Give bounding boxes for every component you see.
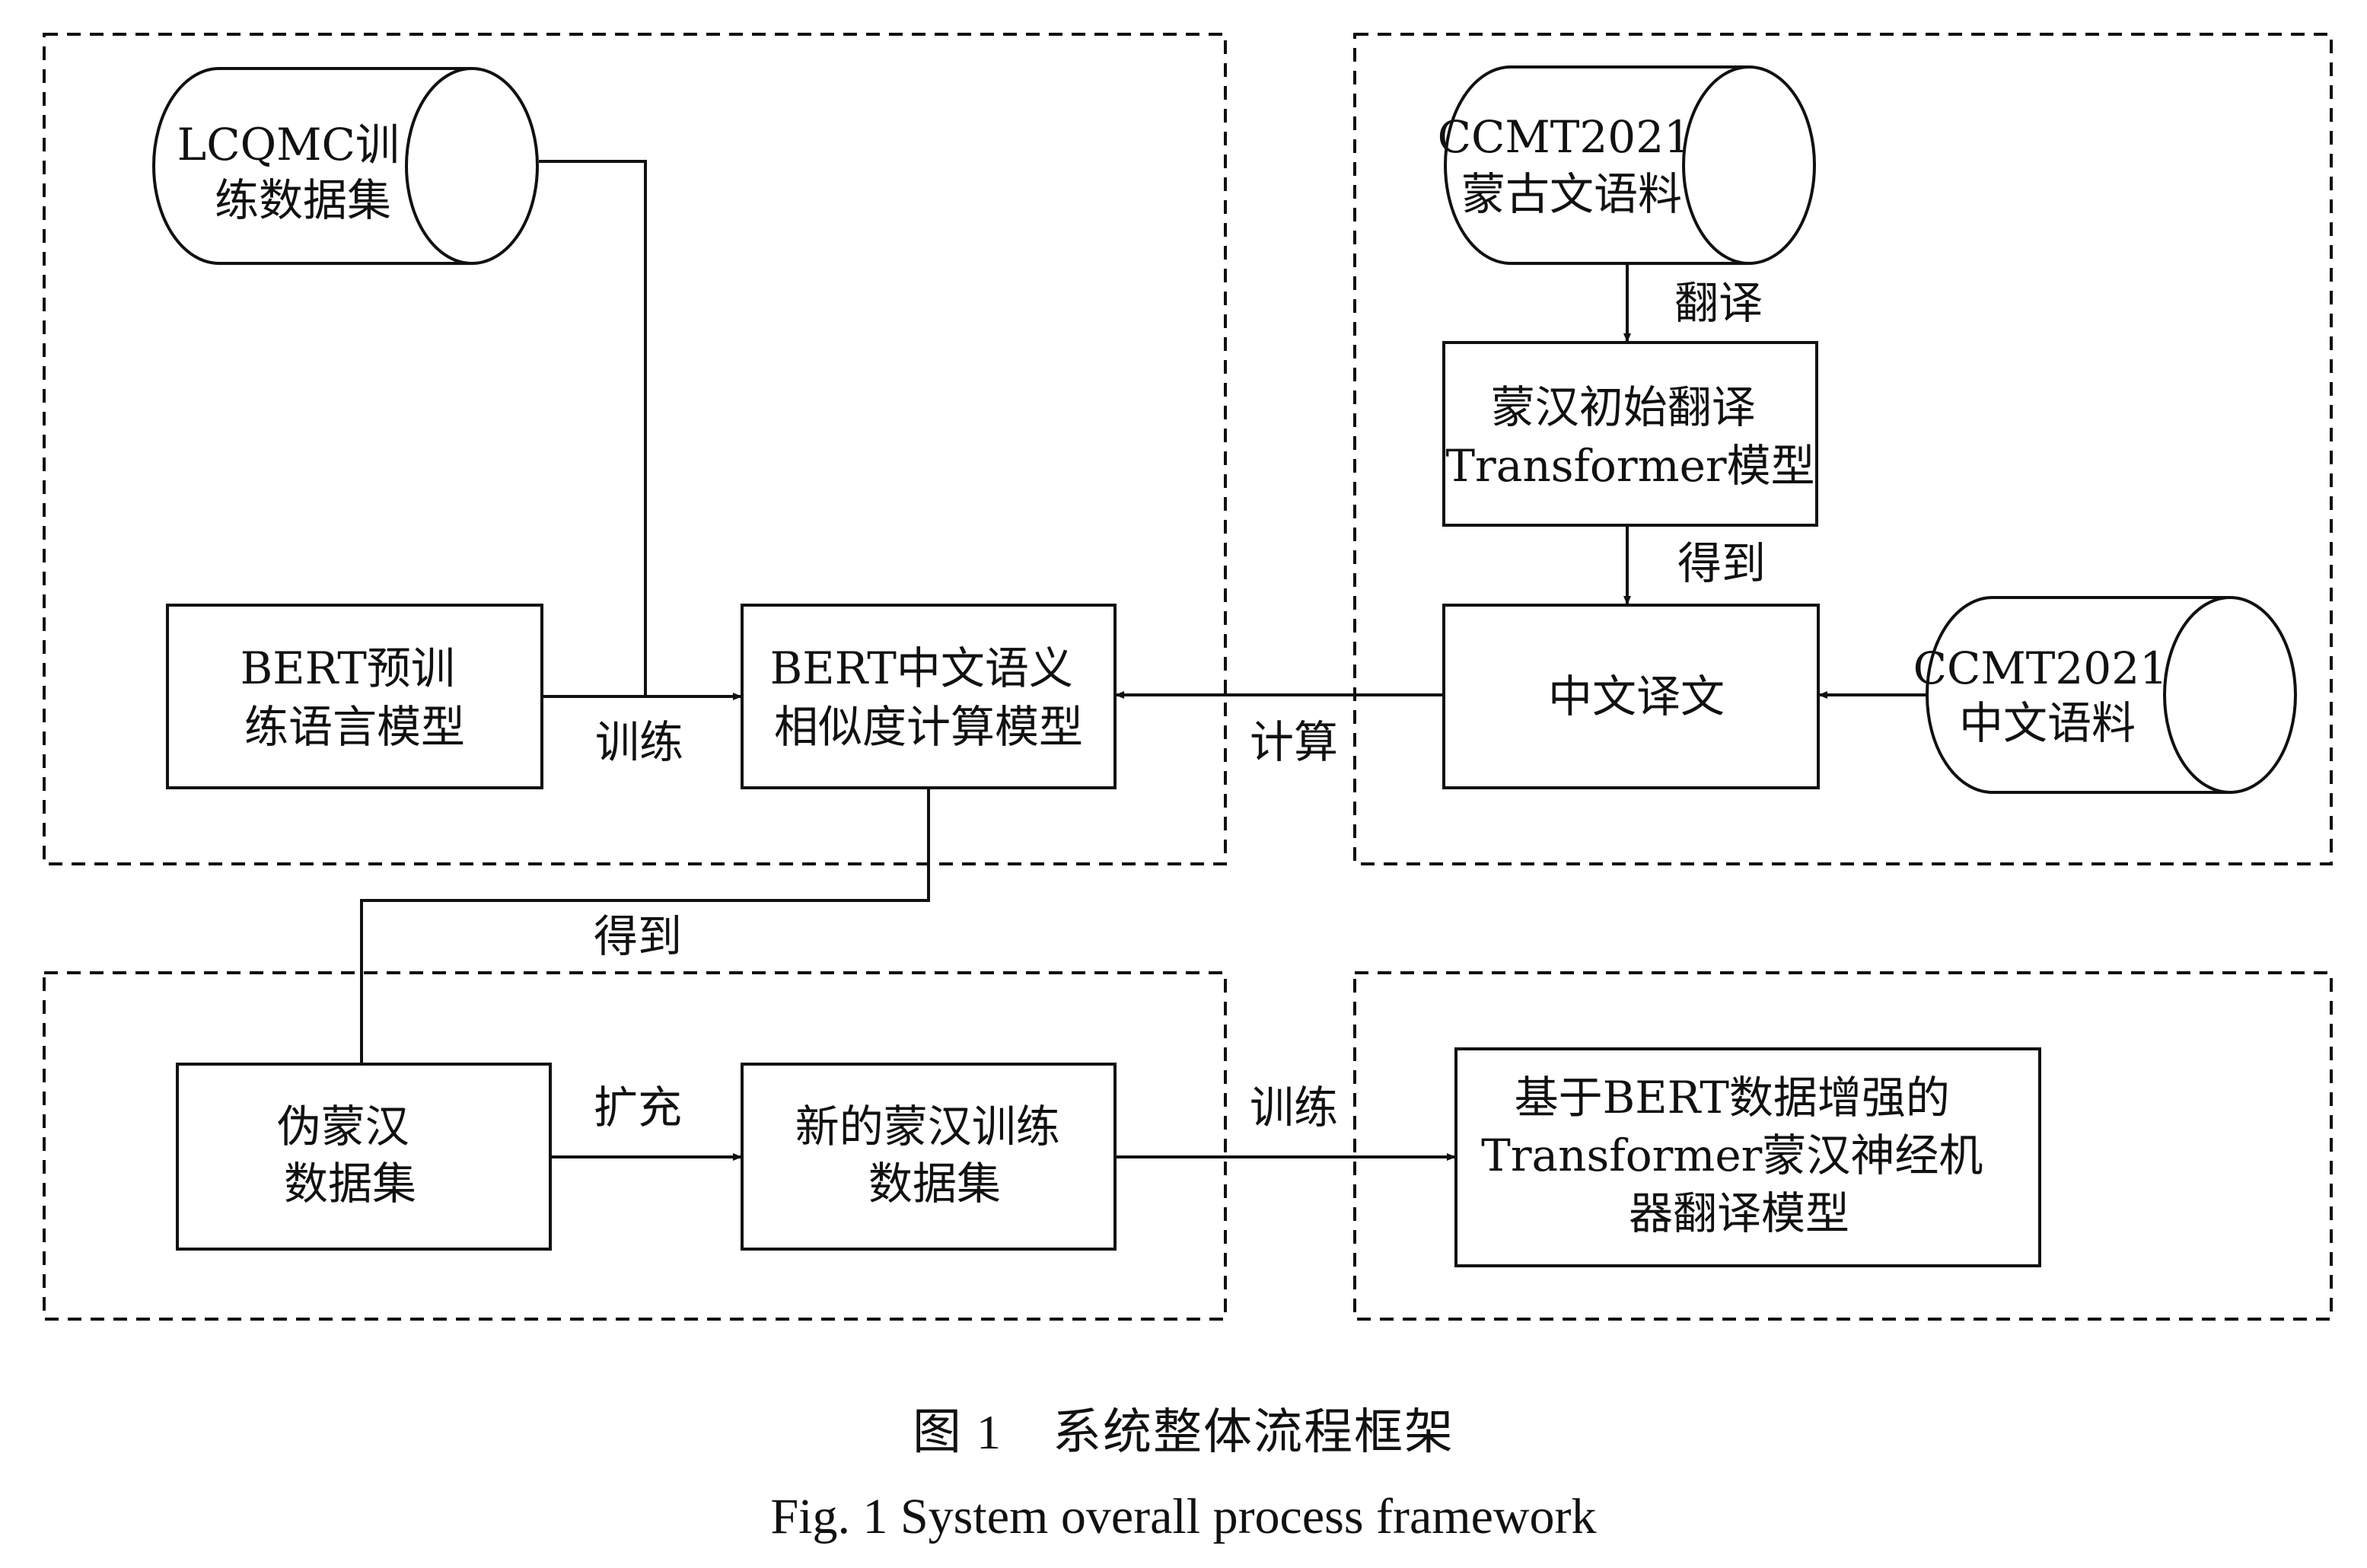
- figure-caption-english: Fig. 1 System overall process framework: [770, 1489, 1597, 1544]
- edge-label-expand: 扩充: [594, 1082, 682, 1133]
- final-model-box: [1454, 1047, 2041, 1267]
- ccmt-chinese-database-icon: [1926, 596, 2297, 794]
- lcqmc-database-icon: [152, 67, 539, 265]
- initial-translation-model-box: [1442, 341, 1818, 527]
- final-model-label: 基于BERT数据增强的 Transformer蒙汉神经机 器翻译模型: [1481, 1072, 1997, 1239]
- edge-label-train-final: 训练: [1250, 1082, 1338, 1133]
- ccmt-mongolian-database-icon: [1444, 65, 1816, 265]
- edge-label-obtain-translation: 得到: [1677, 537, 1766, 589]
- new-training-dataset-label: 新的蒙汉训练 数据集: [795, 1101, 1074, 1209]
- ccmt-chinese-db-label: CCMT2021 中文语料: [1913, 642, 2182, 749]
- bert-pretrain-box: [166, 604, 543, 789]
- chinese-translation-label: 中文译文: [1548, 671, 1725, 722]
- lcqmc-to-similarity-connector: [539, 160, 647, 696]
- bert-pretrain-label: BERT预训 练语言模型: [241, 642, 470, 753]
- bert-similarity-box: [741, 604, 1117, 789]
- figure-caption-chinese: 图 1 系统整体流程框架: [913, 1405, 1454, 1459]
- edge-label-compute: 计算: [1250, 716, 1338, 768]
- similarity-to-pseudo-connector: [360, 788, 930, 1064]
- new-training-dataset-box: [741, 1063, 1117, 1251]
- pseudo-dataset-label: 伪蒙汉 数据集: [277, 1101, 423, 1209]
- group-initial-translation: [1353, 33, 2333, 865]
- edge-label-obtain-pseudo: 得到: [594, 910, 682, 962]
- group-final-model: [1353, 971, 2333, 1321]
- edge-label-train-similarity: 训练: [595, 716, 683, 768]
- pseudo-dataset-box: [176, 1063, 552, 1251]
- process-framework-diagram: LCQMC训 练数据集 BERT预训 练语言模型 BERT中文语义 相似度计算模…: [43, 33, 2333, 1321]
- lcqmc-db-label: LCQMC训 练数据集: [177, 119, 414, 226]
- initial-translation-model-label: 蒙汉初始翻译 Transformer模型: [1445, 381, 1814, 492]
- bert-similarity-label: BERT中文语义 相似度计算模型: [770, 642, 1088, 753]
- ccmt-mongolian-db-label: CCMT2021 蒙古文语料: [1438, 111, 1706, 220]
- edge-label-translate: 翻译: [1674, 277, 1763, 329]
- group-pseudo-data: [43, 971, 1227, 1321]
- chinese-translation-box: [1442, 604, 1820, 789]
